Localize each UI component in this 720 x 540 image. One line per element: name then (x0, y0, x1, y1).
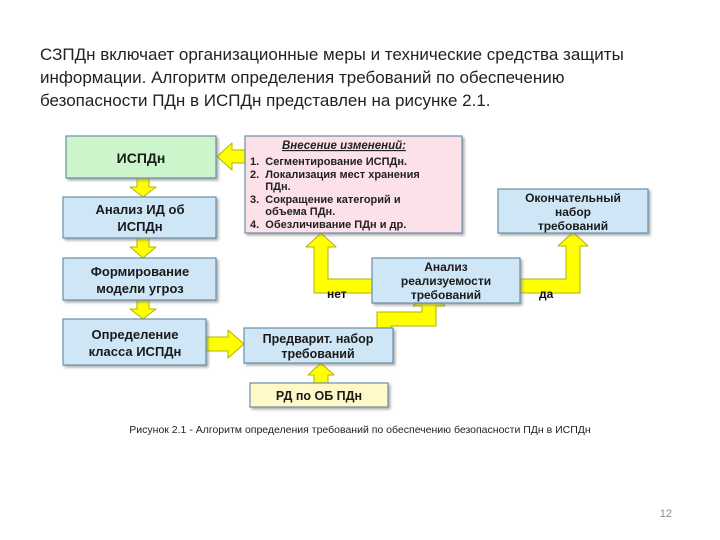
changes-item-4: 4. Обезличивание ПДн и др. (250, 219, 406, 231)
arrows (129, 142, 589, 384)
box-feas-line-1: Анализ (424, 260, 468, 274)
box-rd: РД по ОБ ПДн (249, 382, 389, 408)
box-prelim-line-2: требований (281, 347, 354, 361)
changes-item-3-cont: объема ПДн. (250, 206, 335, 218)
changes-item-2-cont: ПДн. (250, 181, 291, 193)
box-feasibility: Анализ реализуемости требований (371, 257, 521, 304)
arrow-rd-to-prelim (307, 362, 335, 384)
box-threat-line-2: модели угроз (96, 281, 184, 296)
box-changes: Внесение изменений: 1. Сегментирование И… (244, 135, 463, 234)
figure-caption: Рисунок 2.1 - Алгоритм определения требо… (129, 424, 591, 436)
box-final-line-1: Окончательный (525, 191, 621, 205)
box-feas-line-3: требований (411, 288, 481, 302)
box-final: Окончательный набор требований (497, 188, 649, 234)
arrow-feasibility-no-to-changes (305, 232, 373, 294)
box-preliminary: Предварит. набор требований (243, 327, 394, 364)
box-class-line-2: класса ИСПДн (89, 344, 182, 359)
changes-item-1: 1. Сегментирование ИСПДн. (250, 156, 407, 168)
changes-item-3: 3. Сокращение категорий и (250, 194, 401, 206)
box-ispdn: ИСПДн (65, 135, 217, 179)
arrow-feasibility-yes-to-final (519, 231, 589, 294)
box-threat-line-1: Формирование (91, 264, 189, 279)
box-final-line-3: требований (538, 219, 608, 233)
arrow-analysis-to-threat (129, 237, 157, 259)
box-class: Определение класса ИСПДн (62, 318, 207, 366)
box-rd-label: РД по ОБ ПДн (276, 389, 362, 403)
intro-line-3: безопасности ПДн в ИСПДн представлен на … (40, 91, 491, 110)
box-class-line-1: Определение (91, 327, 178, 342)
box-threat-model: Формирование модели угроз (62, 257, 217, 301)
box-final-line-2: набор (555, 205, 591, 219)
box-analysis-line-1: Анализ ИД об (96, 202, 185, 217)
arrow-threat-to-class (129, 299, 157, 320)
intro-paragraph: СЗПДн включает организационные меры и те… (40, 43, 690, 112)
arrow-class-to-prelim (205, 329, 245, 359)
changes-title: Внесение изменений: (282, 140, 406, 152)
box-ispdn-label: ИСПДн (117, 150, 166, 166)
changes-item-2: 2. Локализация мест хранения (250, 169, 420, 181)
box-prelim-line-1: Предварит. набор (263, 332, 374, 346)
label-yes: да (539, 287, 554, 301)
box-analysis-line-2: ИСПДн (117, 219, 162, 234)
label-no: нет (327, 287, 347, 301)
arrow-ispdn-to-analysis (129, 177, 157, 198)
box-feas-line-2: реализуемости (401, 274, 491, 288)
intro-line-1: СЗПДн включает организационные меры и те… (40, 45, 624, 64)
page-number: 12 (659, 508, 672, 520)
intro-line-2: информации. Алгоритм определения требова… (40, 68, 565, 87)
arrow-changes-to-ispdn (216, 142, 246, 171)
box-analysis: Анализ ИД об ИСПДн (62, 196, 217, 239)
